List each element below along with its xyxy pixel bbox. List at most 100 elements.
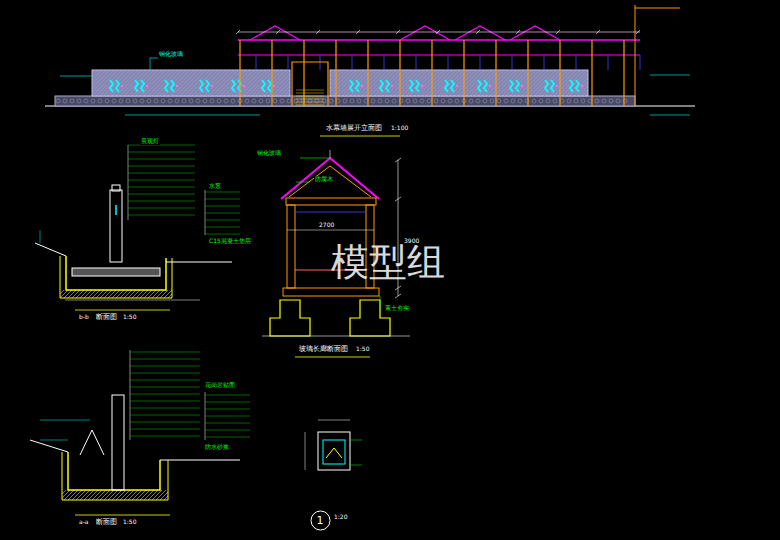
hatch-line: [112, 490, 122, 500]
stone-texture: [567, 99, 571, 103]
circle-outline: [311, 511, 330, 530]
hatch-line: [282, 88, 290, 96]
roof: [281, 158, 379, 199]
dimension-tick: [396, 30, 400, 34]
title-underline: [320, 136, 400, 137]
floor-slab: [283, 288, 379, 296]
hatch-line: [112, 290, 120, 298]
hatch-line: [148, 490, 158, 500]
stone-texture: [98, 99, 102, 103]
hatch-line: [152, 490, 162, 500]
hatch-line: [242, 70, 268, 96]
hatch-line: [330, 70, 346, 86]
water-jet: [262, 80, 265, 92]
post: [431, 40, 432, 106]
hatch-line: [520, 70, 546, 96]
hatch-line: [60, 290, 64, 294]
post: [399, 40, 400, 106]
post: [463, 40, 464, 106]
dimension-tick: [596, 30, 600, 34]
stone-texture: [406, 99, 410, 103]
title-underline: [295, 357, 370, 358]
hatch-line: [96, 490, 106, 500]
dimension-tick: [316, 30, 320, 34]
pool-bottom: [72, 268, 160, 276]
hatch-line: [412, 70, 438, 96]
water-jet: [171, 80, 174, 92]
hatch-line: [198, 70, 224, 96]
edge-line: [635, 8, 680, 9]
leader-line: [205, 190, 206, 235]
hatch-line: [72, 290, 80, 298]
lamp-head: [112, 185, 120, 191]
annotation-rule: [130, 359, 200, 360]
stone-texture: [483, 99, 487, 103]
lamp-dot: [421, 85, 423, 87]
annotation-rule: [130, 380, 200, 381]
water-jet: [484, 80, 487, 92]
hatch-line: [130, 70, 156, 96]
hatch-line: [92, 70, 112, 90]
hatch-line: [564, 72, 588, 96]
ring-beam: [286, 198, 376, 205]
hatch-line: [222, 70, 248, 96]
hatch-line: [160, 492, 168, 500]
annotation-rule: [205, 437, 250, 438]
annotation-rule: [130, 401, 200, 402]
annotation-text: 钢化玻璃: [158, 51, 184, 58]
hatch-line: [572, 80, 588, 96]
annotation-rule: [205, 192, 240, 193]
ground-line: [166, 262, 232, 263]
hatch-line: [100, 290, 108, 298]
gable: [455, 26, 505, 40]
hatch-line: [124, 290, 132, 298]
hatch-line: [186, 70, 212, 96]
post: [495, 40, 496, 106]
beam-line: [238, 55, 640, 56]
leader-line: [130, 350, 131, 440]
post: [367, 40, 368, 106]
annotation-text: 防腐木: [314, 176, 334, 183]
hatch-line: [62, 490, 70, 498]
dimension-tick: [636, 30, 640, 34]
annotation-rule: [128, 187, 195, 188]
stone-texture: [511, 99, 515, 103]
stone-texture: [581, 99, 585, 103]
entrance-frame: [292, 62, 328, 106]
stone-texture: [175, 99, 179, 103]
stone-texture: [469, 99, 473, 103]
glass-mullion: [640, 55, 641, 70]
hatch-line: [330, 70, 350, 90]
dimension-tick: [395, 294, 401, 298]
hatch-line: [266, 72, 290, 96]
hatch-line: [92, 490, 102, 500]
water-jet: [135, 80, 138, 92]
leader-line: [150, 58, 151, 70]
annotation-rule: [130, 366, 200, 367]
leader-line: [300, 158, 330, 159]
glass-mullion: [480, 55, 481, 70]
stone-texture: [476, 99, 480, 103]
water-jet: [570, 80, 573, 92]
dimension-tick: [395, 286, 401, 290]
water-jet: [380, 80, 383, 92]
stone-texture: [315, 99, 319, 103]
hatch-line: [552, 70, 578, 96]
hatch-line: [96, 290, 104, 298]
water-jet: [545, 80, 548, 92]
annotation-rule: [205, 402, 250, 403]
hatch-line: [148, 290, 156, 298]
hatch-line: [286, 92, 290, 96]
water-jet: [115, 205, 117, 215]
annotation-text: 1:50: [122, 314, 137, 321]
water-jet: [350, 80, 353, 92]
hatch-line: [120, 290, 128, 298]
hatch-line: [100, 490, 110, 500]
hatch-line: [92, 290, 100, 298]
stone-texture: [210, 99, 214, 103]
annotation-text: 1:100: [390, 125, 409, 132]
hatch-line: [352, 70, 378, 96]
dimension-tick: [395, 197, 401, 201]
hatch-line: [210, 70, 236, 96]
